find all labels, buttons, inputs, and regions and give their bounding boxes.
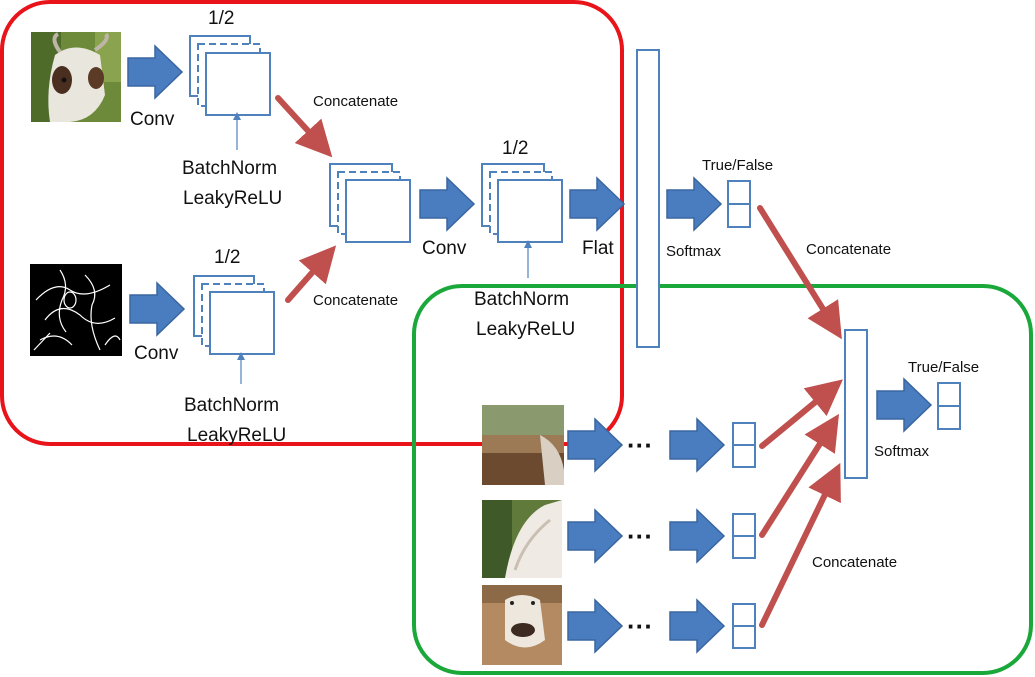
leakyrelu-label: LeakyReLU [476,319,575,340]
conv-label: Conv [134,343,179,364]
half-label: 1/2 [502,138,528,159]
concatenate-label: Concatenate [313,93,398,110]
conv-label: Conv [422,238,467,259]
concat-arrows [275,95,843,628]
half-label: 1/2 [208,8,234,29]
feature-map-stack-concat [329,163,411,243]
softmax-label: Softmax [666,243,722,260]
flat-vector [636,49,660,348]
edge-map-image [30,264,122,356]
batchnorm-label: BatchNorm [182,158,277,179]
flat-label: Flat [582,238,614,259]
concatenate-label: Concatenate [812,554,897,571]
softmax-output-top [727,180,751,228]
leakyrelu-label: LeakyReLU [183,188,282,209]
feature-map-stack-bottom [193,275,275,355]
patch-output-vector [732,422,756,649]
half-label: 1/2 [214,247,240,268]
true-false-label: True/False [702,157,773,174]
feature-map-stack-second [481,163,563,243]
ellipsis-label: ··· [627,521,653,551]
block-arrow [666,176,723,232]
block-arrow [419,176,476,232]
patch-image-3 [482,585,562,665]
concatenate-label: Concatenate [806,241,891,258]
leakyrelu-label: LeakyReLU [187,425,286,446]
feature-map-stack-top [189,35,271,116]
patch-image-1 [482,405,564,485]
block-arrow [129,281,186,337]
conv-label: Conv [130,109,175,130]
concat-vector [844,329,868,479]
softmax-label: Softmax [874,443,930,460]
true-false-label: True/False [908,359,979,376]
patch-image-2 [482,500,562,578]
block-arrow [127,44,184,100]
generator-region-border [0,0,624,446]
concatenate-label: Concatenate [313,292,398,309]
block-arrow [567,417,726,654]
batchnorm-label: BatchNorm [184,395,279,416]
goat-photo-image [31,32,121,122]
block-arrow [569,176,626,232]
ellipsis-label: ··· [627,430,653,460]
batchnorm-label: BatchNorm [474,289,569,310]
block-arrow [876,377,933,433]
softmax-output-final [937,382,961,430]
ellipsis-label: ··· [627,611,653,641]
discriminator-region-border [412,284,1033,675]
